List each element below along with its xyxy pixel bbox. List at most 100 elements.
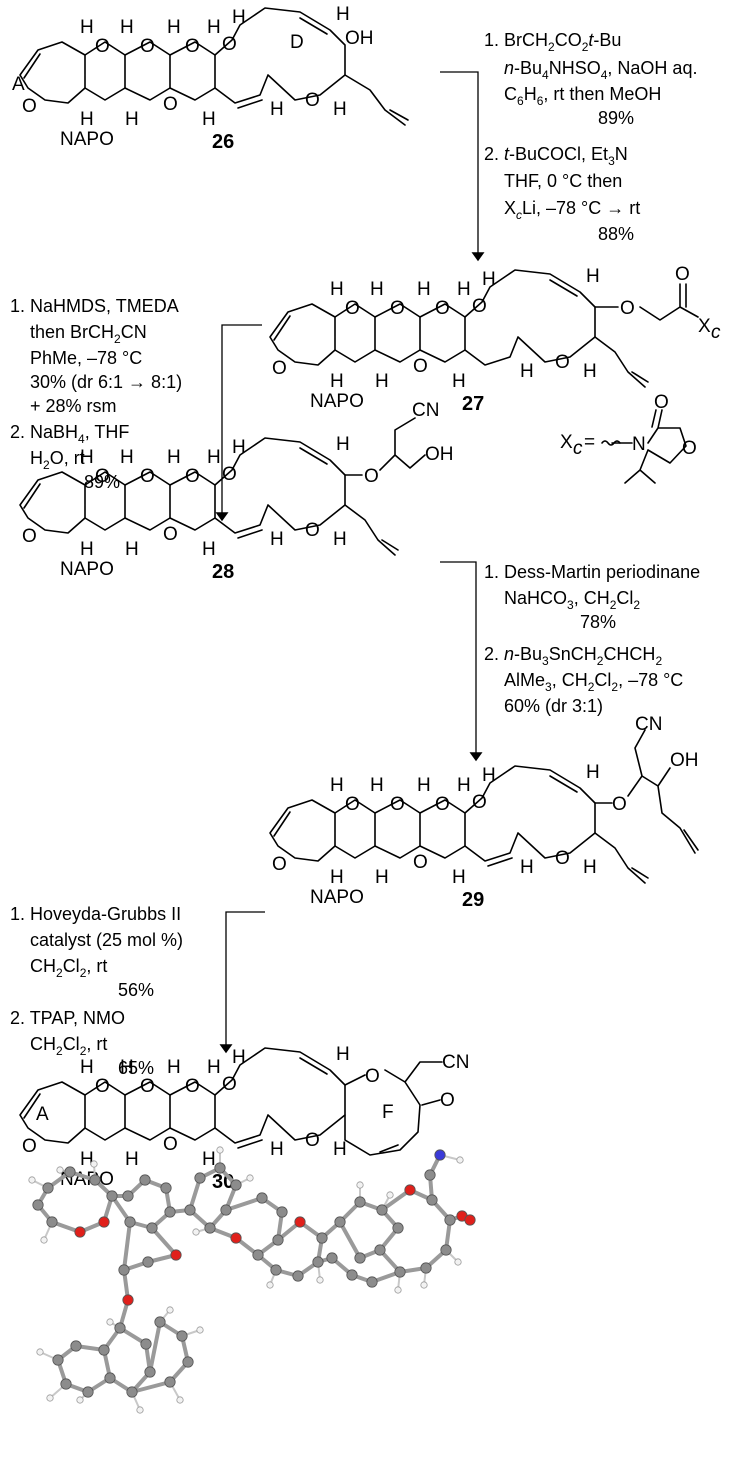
svg-text:O: O [305,1130,320,1151]
xray-carbon-atom [184,1204,196,1216]
svg-text:CN: CN [442,1052,469,1073]
xray-carbon-atom [374,1244,386,1256]
svg-text:H: H [80,539,94,560]
xray-hydrogen-atom [192,1228,200,1236]
conditions-step-2: 1. NaHMDS, TMEDA then BrCH2CN PhMe, –78 … [10,296,182,492]
svg-text:O: O [185,466,200,487]
svg-text:c: c [711,322,721,343]
xray-carbon-atom [204,1222,216,1234]
compound-28: O OH CN O O O O O O O H H H H H H H H H … [19,400,454,583]
svg-text:O: O [185,1076,200,1097]
svg-text:O: O [390,794,405,815]
svg-text:O: O [440,1090,455,1111]
svg-text:H: H [336,1044,350,1065]
svg-text:+ 28% rsm: + 28% rsm [30,396,117,416]
svg-text:CH2Cl2, rt: CH2Cl2, rt [30,956,107,980]
xray-hydrogen-atom [40,1236,48,1244]
xray-carbon-atom [252,1249,264,1261]
xray-carbon-atom [292,1270,304,1282]
svg-text:H: H [482,269,496,290]
conditions-step-4: 1. Hoveyda-Grubbs II catalyst (25 mol %)… [10,904,183,1078]
svg-text:H: H [232,1047,246,1068]
reaction-arrow-3 [440,561,483,762]
svg-text:X: X [560,432,573,453]
xray-hydrogen-atom [420,1281,428,1289]
svg-text:1. Hoveyda-Grubbs II: 1. Hoveyda-Grubbs II [10,904,181,924]
xray-carbon-atom [139,1174,151,1186]
xray-carbon-atom [142,1256,154,1268]
xray-carbon-atom [444,1214,456,1226]
xray-bond [224,1196,264,1212]
xray-hydrogen-atom [196,1326,204,1334]
svg-text:catalyst (25 mol %): catalyst (25 mol %) [30,930,183,950]
svg-text:H: H [330,279,344,300]
svg-text:O: O [413,852,428,873]
svg-text:O: O [345,298,360,319]
xray-hydrogen-atom [28,1176,36,1184]
xray-carbon-atom [124,1216,136,1228]
xray-hydrogen-atom [76,1396,84,1404]
xray-bond [338,1220,362,1260]
xray-crystal-structure [28,1146,476,1414]
xray-carbon-atom [82,1386,94,1398]
svg-text:1. Dess-Martin periodinane: 1. Dess-Martin periodinane [484,562,700,582]
svg-text:O: O [95,1076,110,1097]
hydrogen-label: H [232,7,246,28]
svg-text:H: H [125,539,139,560]
xray-oxygen-atom [404,1184,416,1196]
xray-hydrogen-atom [356,1181,364,1189]
xray-carbon-atom [392,1222,404,1234]
xray-carbon-atom [122,1190,134,1202]
svg-text:OH: OH [425,444,454,465]
svg-text:H: H [270,1139,284,1160]
xray-hydrogen-atom [56,1166,64,1174]
xray-bond [122,1220,132,1272]
svg-text:2. NaBH4, THF: 2. NaBH4, THF [10,422,129,446]
xray-carbon-atom [164,1376,176,1388]
svg-text:H2O, rt: H2O, rt [30,448,85,472]
svg-text:O: O [555,848,570,869]
svg-text:O: O [140,1076,155,1097]
xray-carbon-atom [64,1166,76,1178]
xray-carbon-atom [126,1386,138,1398]
svg-text:C6H6, rt then MeOH: C6H6, rt then MeOH [504,84,661,108]
svg-text:NAPO: NAPO [310,887,364,908]
svg-text:H: H [167,1057,181,1078]
svg-text:O: O [365,1066,380,1087]
xray-bond [130,1380,172,1394]
svg-text:H: H [167,447,181,468]
xray-carbon-atom [70,1340,82,1352]
xray-carbon-atom [366,1276,378,1288]
svg-text:n-Bu4NHSO4, NaOH aq.: n-Bu4NHSO4, NaOH aq. [504,58,697,82]
compound-26: A A O O O O O O O D OH H H H H H H H H H… [12,4,409,153]
xray-hydrogen-atom [106,1318,114,1326]
svg-text:H: H [333,529,347,550]
xray-hydrogen-atom [176,1396,184,1404]
svg-text:H: H [452,371,466,392]
svg-text:O: O [163,524,178,545]
svg-text:O: O [345,794,360,815]
svg-text:H: H [457,775,471,796]
svg-text:H: H [583,857,597,878]
svg-text:H: H [202,539,216,560]
conditions-step-1: 1. BrCH2CO2t-Bu n-Bu4NHSO4, NaOH aq. C6H… [484,30,697,244]
svg-text:O: O [555,352,570,373]
xray-carbon-atom [420,1262,432,1274]
xray-bond [380,1188,412,1212]
svg-text:H: H [330,775,344,796]
xray-hydrogen-atom [216,1146,224,1154]
svg-text:H: H [270,529,284,550]
svg-text:AlMe3, CH2Cl2, –78 °C: AlMe3, CH2Cl2, –78 °C [504,670,683,694]
svg-text:O: O [305,520,320,541]
svg-text:88%: 88% [598,224,634,244]
xray-hydrogen-atom [266,1281,274,1289]
svg-text:60% (dr 3:1): 60% (dr 3:1) [504,696,603,716]
hydroxyl-label: OH [345,28,374,49]
svg-text:O: O [675,264,690,285]
hydrogen-label: H [202,109,216,130]
svg-text:O: O [163,1134,178,1155]
svg-text:O: O [472,792,487,813]
xray-carbon-atom [426,1194,438,1206]
xray-hydrogen-atom [386,1191,394,1199]
